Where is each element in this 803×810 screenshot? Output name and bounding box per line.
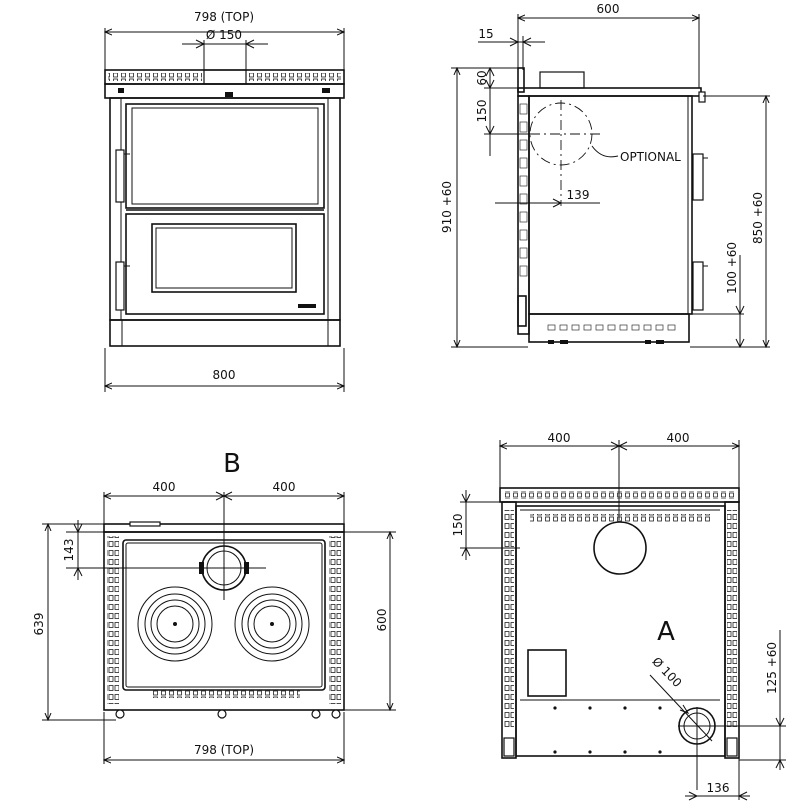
side-offset-label: 15 [478,27,493,41]
rear-view-letter: A [657,617,675,647]
side-optional-label: OPTIONAL [620,150,681,164]
top-left-half-label: 400 [153,480,176,494]
top-width-label: 798 (TOP) [194,743,254,757]
top-view: B 400 400 [32,449,396,764]
front-bottom-width-label: 800 [213,368,236,382]
side-depth-label: 600 [597,2,620,16]
rear-view: 400 400 Ø 100 A [451,431,786,801]
front-flue-diameter-label: Ø 150 [206,28,242,42]
rear-right-half-label: 400 [667,431,690,445]
side-view: 600 15 910 +60 60 150 [440,2,770,349]
top-depth-label: 600 [375,609,389,632]
top-view-letter: B [223,449,241,479]
side-flue-offset-label: 139 [567,188,590,202]
side-total-height-label: 910 +60 [440,181,454,233]
top-depth-with-back-label: 639 [32,613,46,636]
rear-pipe-offset-label: 136 [707,781,730,795]
front-view: 798 (TOP) Ø 150 [105,10,344,392]
rear-pipe-height-label: 125 +60 [765,642,779,694]
top-flue-offset-label: 143 [62,539,76,562]
top-right-half-label: 400 [273,480,296,494]
side-top-gap-label: 60 [475,70,489,85]
side-flue-height-label: 150 [475,100,489,123]
side-body-height-label: 850 +60 [751,192,765,244]
rear-flue-height-label: 150 [451,514,465,537]
side-foot-height-label: 100 +60 [725,242,739,294]
rear-pipe-diameter-label: Ø 100 [649,654,684,690]
front-top-width-label: 798 (TOP) [194,10,254,24]
rear-left-half-label: 400 [548,431,571,445]
